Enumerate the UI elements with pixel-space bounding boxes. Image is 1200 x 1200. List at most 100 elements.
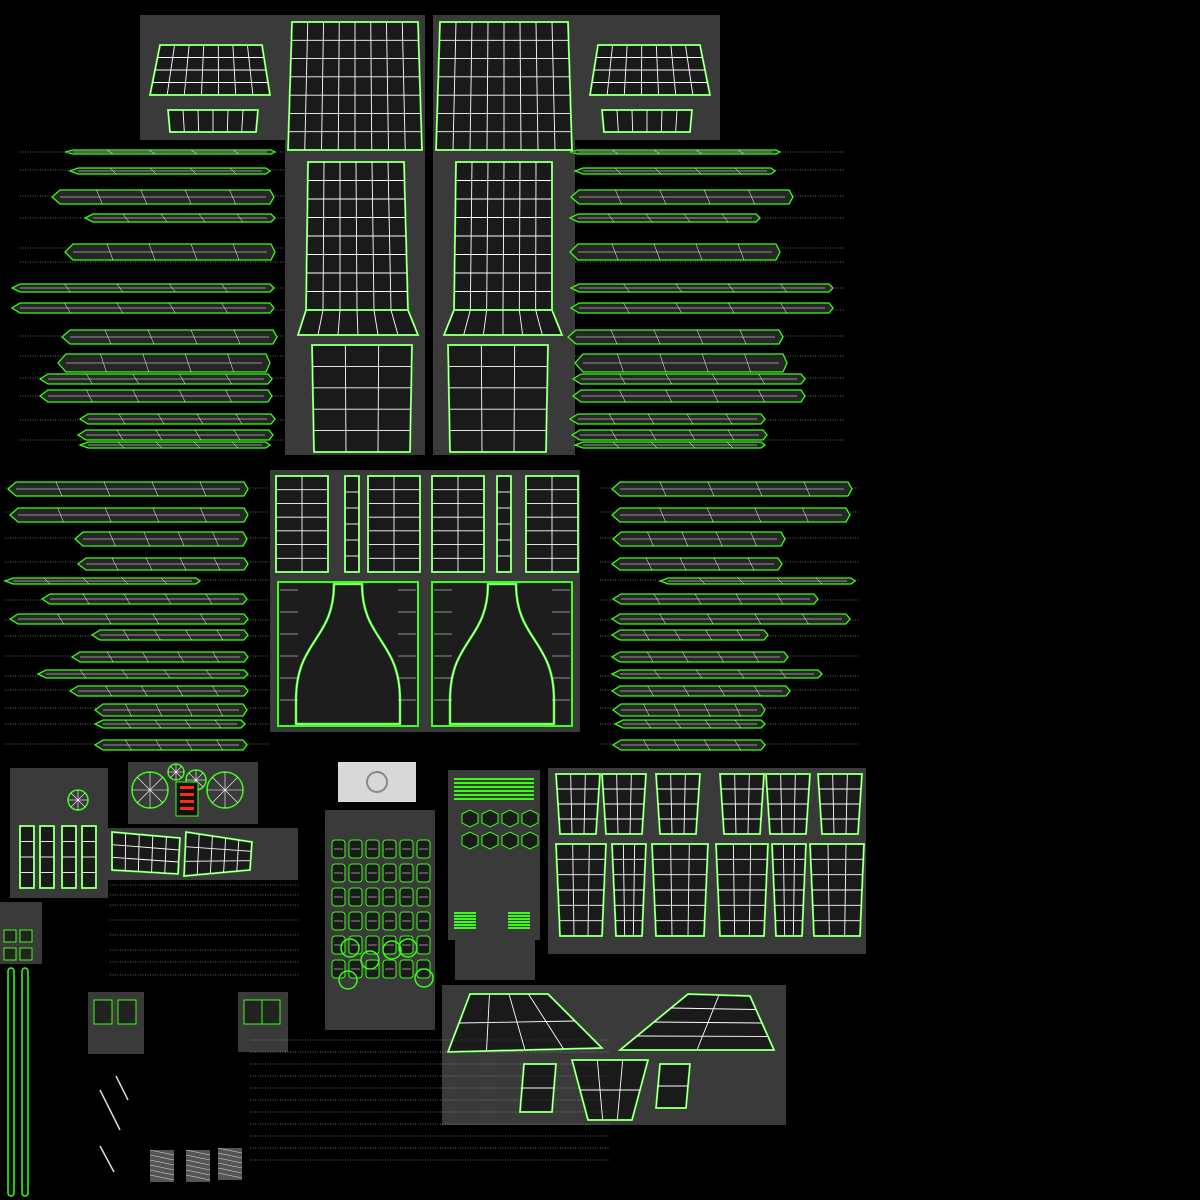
wire-border bbox=[496, 475, 512, 573]
stripe bbox=[508, 924, 530, 926]
mesh-line bbox=[149, 1159, 175, 1166]
trim-edge bbox=[86, 389, 93, 403]
trim-edge bbox=[140, 685, 148, 697]
cube-part bbox=[481, 809, 499, 828]
trim-edge bbox=[216, 703, 223, 717]
trim-edge bbox=[698, 577, 706, 585]
small-part bbox=[19, 947, 33, 961]
stripe bbox=[454, 778, 534, 780]
texture-panel bbox=[455, 940, 535, 980]
trim-edge bbox=[155, 739, 163, 751]
trim-edge bbox=[611, 243, 619, 261]
trim-edge bbox=[744, 353, 751, 373]
mesh-line bbox=[149, 1149, 175, 1156]
trim-edge bbox=[711, 389, 719, 403]
mesh-line bbox=[185, 1154, 211, 1161]
wire-edge bbox=[480, 344, 483, 453]
mesh-line bbox=[149, 1154, 175, 1161]
gauge-spoke bbox=[77, 792, 86, 801]
trim-edge bbox=[675, 302, 683, 314]
trim-edge bbox=[649, 429, 657, 441]
wire-edge bbox=[458, 1020, 576, 1024]
wire-edge bbox=[111, 844, 180, 851]
diagonal-stick bbox=[99, 1145, 115, 1173]
small-part bbox=[3, 929, 17, 943]
trim-edge bbox=[148, 243, 156, 261]
trim-edge bbox=[706, 507, 714, 523]
trim-edge bbox=[623, 302, 630, 314]
trim-edge bbox=[163, 669, 171, 679]
trim-edge bbox=[233, 329, 241, 345]
knob bbox=[338, 970, 358, 990]
gauge-spoke bbox=[195, 779, 204, 788]
trim-edge bbox=[100, 353, 107, 373]
trim-edge bbox=[750, 531, 757, 547]
mesh-line bbox=[217, 1162, 243, 1169]
trim-edge bbox=[212, 531, 219, 547]
trim-edge bbox=[727, 429, 735, 441]
trim-edge bbox=[647, 413, 655, 425]
trim-edge bbox=[615, 189, 622, 205]
trim-edge bbox=[754, 685, 761, 697]
stripe bbox=[454, 915, 476, 917]
mesh-line bbox=[185, 1164, 211, 1171]
wire-border bbox=[443, 309, 563, 336]
wire-border bbox=[601, 773, 647, 835]
wire-edge bbox=[209, 835, 213, 874]
trim-edge bbox=[185, 739, 193, 751]
wire-border bbox=[183, 831, 253, 877]
wire-edge bbox=[197, 109, 200, 133]
knob bbox=[360, 950, 380, 970]
cube-part bbox=[521, 809, 539, 828]
trim-edge bbox=[645, 557, 653, 571]
trim-edge bbox=[739, 329, 747, 345]
wire-border bbox=[111, 831, 181, 875]
trim-edge bbox=[688, 441, 696, 449]
trim-edge bbox=[205, 669, 213, 679]
trim-edge bbox=[142, 353, 150, 373]
trim-edge bbox=[683, 213, 691, 223]
stripe bbox=[454, 782, 534, 784]
stripe bbox=[454, 794, 534, 796]
wire-border bbox=[447, 344, 549, 453]
trim-edge bbox=[125, 703, 132, 717]
wire-border bbox=[61, 825, 77, 889]
small-part bbox=[93, 999, 113, 1025]
wire-edge bbox=[518, 309, 524, 336]
wire-edge bbox=[616, 109, 619, 133]
trim-edge bbox=[205, 593, 213, 605]
wire-border bbox=[771, 843, 807, 937]
trim-edge bbox=[736, 629, 744, 641]
trim-edge bbox=[155, 703, 163, 717]
trim-edge bbox=[142, 651, 149, 663]
trim-edge bbox=[659, 481, 667, 497]
trim-edge bbox=[155, 441, 163, 449]
wire-edge bbox=[223, 837, 227, 873]
trim-edge bbox=[611, 149, 619, 155]
wire-edge bbox=[317, 309, 324, 336]
stripe bbox=[454, 921, 476, 923]
uv-islands bbox=[19, 21, 866, 1121]
trim-edge bbox=[779, 669, 787, 679]
stripe bbox=[508, 918, 530, 920]
trim-edge bbox=[118, 413, 126, 425]
diagonal-stick bbox=[99, 1089, 121, 1131]
wire-edge bbox=[182, 109, 185, 133]
stripe bbox=[454, 924, 476, 926]
gauge-spoke bbox=[70, 799, 79, 808]
cube-part bbox=[461, 809, 479, 828]
trim-edge bbox=[221, 283, 228, 293]
wire-edge bbox=[184, 860, 251, 862]
wire-edge bbox=[185, 846, 252, 852]
trim-edge bbox=[706, 613, 714, 625]
trim-edge bbox=[109, 531, 116, 547]
trim-edge bbox=[682, 651, 689, 663]
trim-edge bbox=[607, 213, 615, 223]
trim-edge bbox=[117, 441, 125, 449]
trim-edge bbox=[780, 283, 787, 293]
trim-edge bbox=[96, 189, 103, 205]
trim-edge bbox=[727, 302, 735, 314]
logo-icon bbox=[366, 771, 388, 793]
trim-edge bbox=[200, 507, 207, 523]
gauge-spoke bbox=[195, 772, 204, 781]
